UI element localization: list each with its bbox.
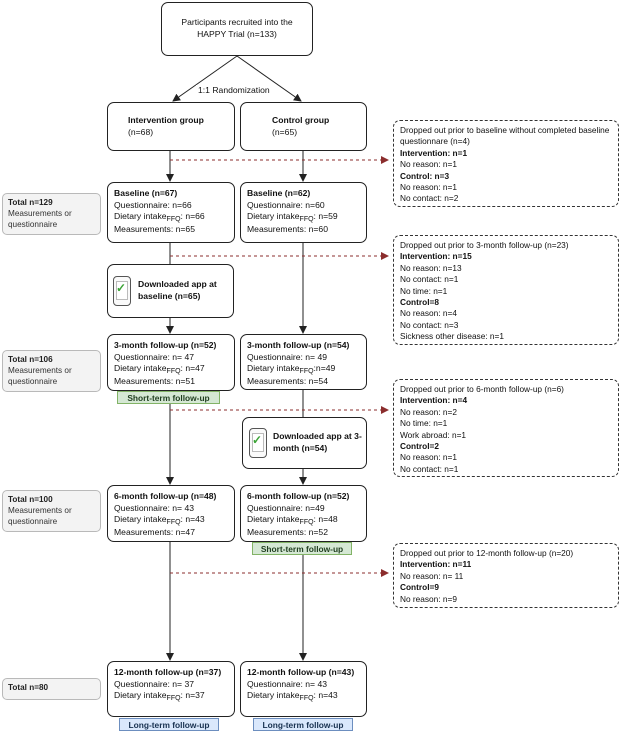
month6-intervention-diet: Dietary intakeFFQ: n=43 xyxy=(114,514,205,527)
phone-check-icon: ✓ xyxy=(249,428,267,458)
month6-intervention-title: 6-month follow-up (n=48) xyxy=(114,491,217,501)
long-term-tag-2: Long-term follow-up xyxy=(253,718,353,731)
month12-intervention-questionnaire: Questionnaire: n= 37 xyxy=(114,678,195,689)
month3-intervention-box: 3-month follow-up (n=52) Questionnaire: … xyxy=(107,334,235,391)
baseline-intervention-measurements: Measurements: n=65 xyxy=(114,223,195,234)
randomization-label: 1:1 Randomization xyxy=(196,85,272,95)
recruitment-box: Participants recruited into the HAPPY Tr… xyxy=(161,2,313,56)
month3-intervention-measurements: Measurements: n=51 xyxy=(114,375,195,386)
month6-control-diet: Dietary intakeFFQ: n=48 xyxy=(247,514,338,527)
month3-control-measurements: Measurements: n=54 xyxy=(247,375,328,386)
baseline-intervention-title: Baseline (n=67) xyxy=(114,188,178,198)
phone-check-icon: ✓ xyxy=(113,276,131,306)
month12-control-diet: Dietary intakeFFQ: n=43 xyxy=(247,690,338,703)
app-baseline-box: ✓ Downloaded app at baseline (n=65) xyxy=(107,264,234,318)
app-3month-label: Downloaded app at 3-month (n=54) xyxy=(273,431,362,453)
baseline-intervention-box: Baseline (n=67) Questionnaire: n=66 Diet… xyxy=(107,182,235,243)
month3-intervention-title: 3-month follow-up (n=52) xyxy=(114,340,217,350)
total-12month: Total n=80 xyxy=(2,678,101,700)
recruitment-text: Participants recruited into the HAPPY Tr… xyxy=(181,17,293,39)
dropout-3month-box: Dropped out prior to 3-month follow-up (… xyxy=(393,235,619,345)
app-baseline-label: Downloaded app at baseline (n=65) xyxy=(138,279,217,301)
app-3month-box: ✓ Downloaded app at 3-month (n=54) xyxy=(242,417,367,469)
control-group-box: Control group (n=65) xyxy=(240,102,367,151)
month3-control-box: 3-month follow-up (n=54) Questionnaire: … xyxy=(240,334,367,390)
month12-intervention-diet: Dietary intakeFFQ: n=37 xyxy=(114,690,205,703)
baseline-intervention-diet: Dietary intakeFFQ: n=66 xyxy=(114,211,205,224)
month6-control-questionnaire: Questionnaire: n=49 xyxy=(247,502,325,513)
intervention-group-box: Intervention group (n=68) xyxy=(107,102,235,151)
month6-control-measurements: Measurements: n=52 xyxy=(247,526,328,537)
total-3month: Total n=106 Measurements or questionnair… xyxy=(2,350,101,392)
dropout-12month-box: Dropped out prior to 12-month follow-up … xyxy=(393,543,619,608)
month3-intervention-diet: Dietary intakeFFQ: n=47 xyxy=(114,363,205,376)
month6-intervention-box: 6-month follow-up (n=48) Questionnaire: … xyxy=(107,485,235,542)
dropout-baseline-box: Dropped out prior to baseline without co… xyxy=(393,120,619,207)
baseline-intervention-questionnaire: Questionnaire: n=66 xyxy=(114,199,192,210)
baseline-control-title: Baseline (n=62) xyxy=(247,188,311,198)
month6-intervention-measurements: Measurements: n=47 xyxy=(114,526,195,537)
month12-control-title: 12-month follow-up (n=43) xyxy=(247,667,355,677)
month6-control-title: 6-month follow-up (n=52) xyxy=(247,491,350,501)
total-6month: Total n=100 Measurements or questionnair… xyxy=(2,490,101,532)
month6-intervention-questionnaire: Questionnaire: n= 43 xyxy=(114,502,195,513)
short-term-tag-1: Short-term follow-up xyxy=(117,391,220,404)
baseline-control-measurements: Measurements: n=60 xyxy=(247,223,328,234)
month6-control-box: 6-month follow-up (n=52) Questionnaire: … xyxy=(240,485,367,542)
month3-control-title: 3-month follow-up (n=54) xyxy=(247,340,350,350)
baseline-control-questionnaire: Questionnaire: n=60 xyxy=(247,199,325,210)
dropout-6month-box: Dropped out prior to 6-month follow-up (… xyxy=(393,379,619,477)
short-term-tag-2: Short-term follow-up xyxy=(252,542,352,555)
month12-intervention-box: 12-month follow-up (n=37) Questionnaire:… xyxy=(107,661,235,717)
month3-control-questionnaire: Questionnaire: n= 49 xyxy=(247,351,328,362)
month3-intervention-questionnaire: Questionnaire: n= 47 xyxy=(114,351,195,362)
baseline-control-diet: Dietary intakeFFQ: n=59 xyxy=(247,211,338,224)
month12-intervention-title: 12-month follow-up (n=37) xyxy=(114,667,222,677)
control-group-n: (n=65) xyxy=(272,126,298,137)
month12-control-questionnaire: Questionnaire: n= 43 xyxy=(247,678,328,689)
long-term-tag-1: Long-term follow-up xyxy=(119,718,219,731)
month3-control-diet: Dietary intakeFFQ:n=49 xyxy=(247,363,336,376)
intervention-group-title: Intervention group xyxy=(128,114,204,125)
month12-control-box: 12-month follow-up (n=43) Questionnaire:… xyxy=(240,661,367,717)
total-baseline: Total n=129 Measurements or questionnair… xyxy=(2,193,101,235)
baseline-control-box: Baseline (n=62) Questionnaire: n=60 Diet… xyxy=(240,182,367,243)
control-group-title: Control group xyxy=(272,114,330,125)
intervention-group-n: (n=68) xyxy=(128,126,154,137)
